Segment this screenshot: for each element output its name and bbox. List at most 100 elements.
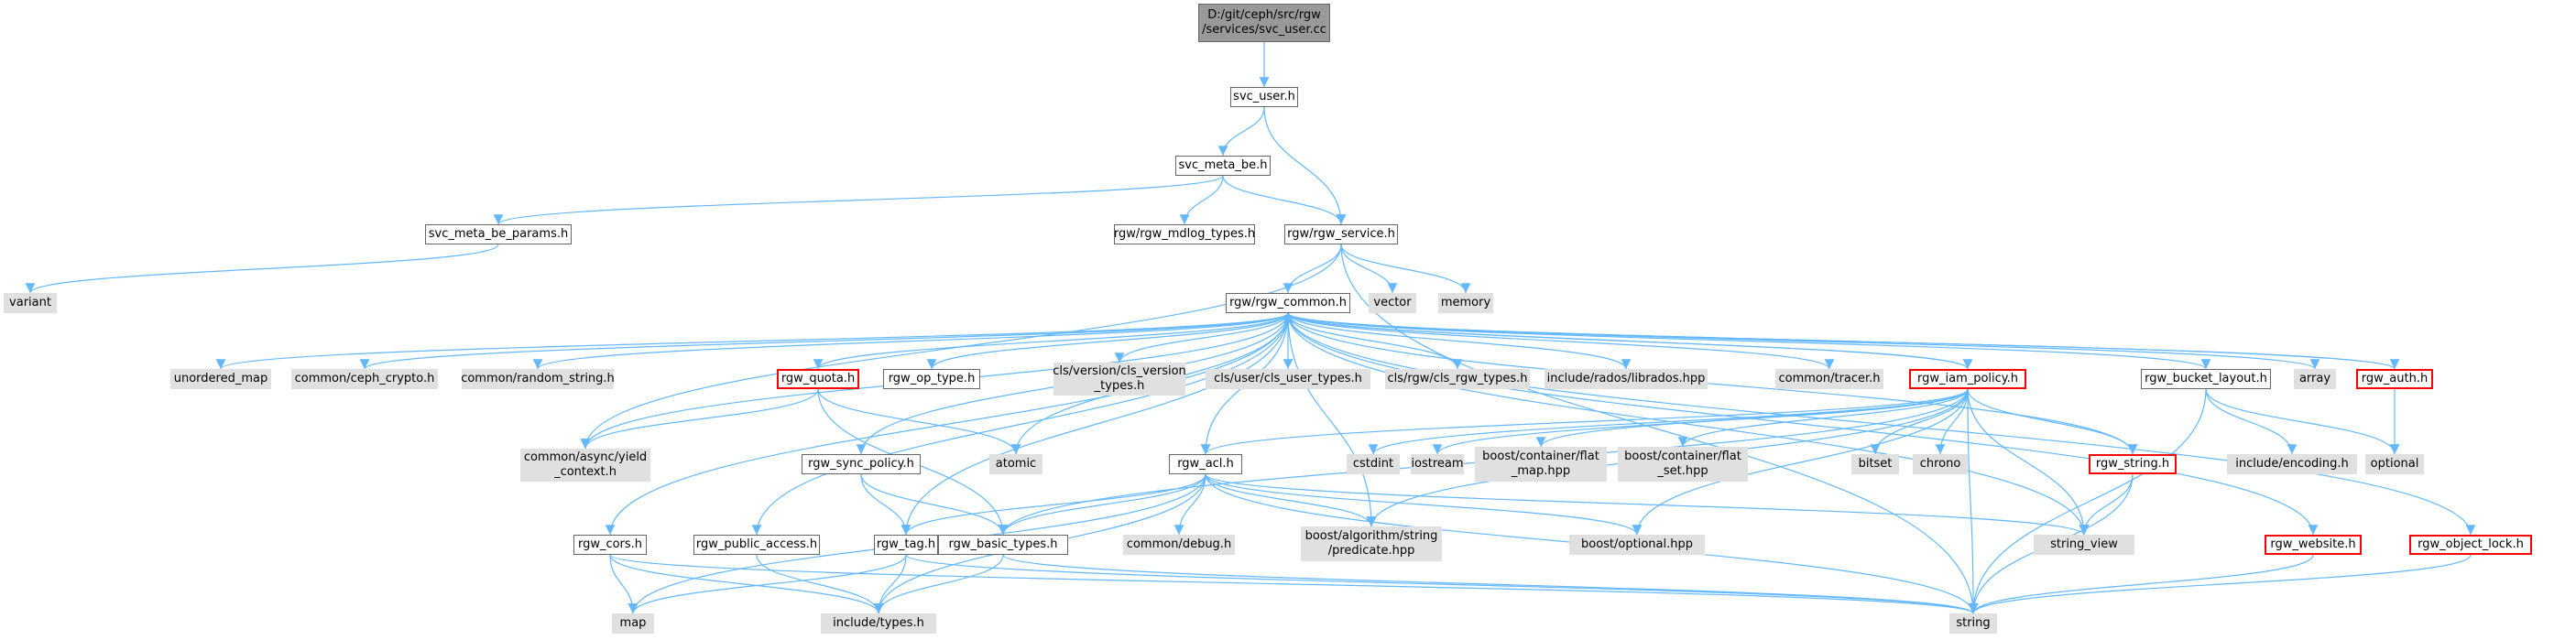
edge-rgw-public-access-to-include-types [756, 554, 884, 614]
node-unordered-map: unordered_map [170, 369, 271, 389]
node-rgw-sync-policy[interactable]: rgw_sync_policy.h [802, 454, 921, 474]
edge-rgw-iam-policy-to-rgw-acl [1200, 388, 1969, 455]
node-cls-user: cls/user/cls_user_types.h [1206, 369, 1370, 389]
node-flat-set: boost/container/flat _set.hpp [1618, 447, 1748, 482]
edge-rgw-string-to-string-view [2079, 473, 2134, 536]
edge-rgw-common-to-rgw-tag [901, 312, 1289, 536]
node-rgw-iam-policy[interactable]: rgw_iam_policy.h [1909, 369, 2026, 389]
node-cls-version: cls/version/cls_version _types.h [1053, 363, 1186, 396]
edge-rgw-common-to-cls-rgw [1287, 312, 1463, 370]
node-random-string: common/random_string.h [461, 369, 615, 389]
edge-rgw-iam-policy-to-boost-optional [1632, 388, 1969, 536]
edge-svc-meta-be-params-to-variant [25, 244, 499, 294]
edge-rgw-common-to-rgw-string [1287, 312, 2138, 455]
edge-rgw-service-to-vector [1340, 244, 1398, 294]
edge-svc-meta-be-to-mdlog [1179, 175, 1224, 225]
edge-rgw-cors-to-map [609, 554, 639, 614]
edge-rgw-common-to-random-string [532, 312, 1289, 370]
edge-rgw-website-to-string [1968, 554, 2314, 614]
node-ceph-crypto: common/ceph_crypto.h [291, 369, 438, 389]
node-bitset: bitset [1851, 454, 1899, 474]
edge-rgw-common-to-array [1287, 312, 2319, 370]
edge-rgw-acl-to-rgw-basic-types [998, 473, 1206, 536]
edge-rgw-acl-to-common-debug [1173, 473, 1206, 536]
edge-rgw-common-to-librados [1287, 312, 1632, 370]
edge-rgw-iam-policy-to-string-view [1967, 388, 2090, 536]
edge-rgw-quota-to-yield-context [580, 388, 819, 450]
edge-svc-user-to-rgw-service [1263, 106, 1347, 225]
node-rgw-basic-types[interactable]: rgw_basic_types.h [938, 535, 1068, 555]
edge-rgw-iam-policy-to-flat-map [1535, 388, 1969, 448]
node-svc-meta-be-params[interactable]: svc_meta_be_params.h [425, 224, 572, 244]
node-rgw-quota[interactable]: rgw_quota.h [777, 369, 859, 389]
node-tracer: common/tracer.h [1775, 369, 1883, 389]
node-rgw-bucket-layout[interactable]: rgw_bucket_layout.h [2141, 369, 2271, 389]
edge-rgw-object-lock-to-string [1968, 554, 2472, 614]
node-include-types: include/types.h [821, 613, 936, 634]
node-rgw-public-access[interactable]: rgw_public_access.h [693, 535, 820, 555]
edge-rgw-acl-to-string-view [1205, 473, 2090, 536]
edge-rgw-quota-to-atomic [817, 388, 1021, 455]
node-rgw-service[interactable]: rgw/rgw_service.h [1284, 224, 1398, 244]
node-cstdint: cstdint [1347, 454, 1400, 474]
node-yield-context: common/async/yield _context.h [520, 449, 650, 482]
edge-rgw-common-to-tracer [1287, 312, 1835, 370]
node-rgw-op-type[interactable]: rgw_op_type.h [883, 369, 980, 389]
edge-rgw-common-to-string-view [1287, 312, 2090, 536]
node-svc-meta-be[interactable]: svc_meta_be.h [1175, 156, 1271, 176]
edge-rgw-service-to-memory [1340, 244, 1471, 294]
node-rgw-tag[interactable]: rgw_tag.h [874, 535, 938, 555]
edge-rgw-bucket-layout-to-encoding [2205, 388, 2298, 455]
node-memory: memory [1438, 293, 1493, 313]
node-chrono: chrono [1913, 454, 1968, 474]
node-map: map [612, 613, 654, 634]
node-encoding: include/encoding.h [2227, 454, 2357, 474]
edge-rgw-service-to-rgw-common [1283, 244, 1342, 294]
edge-rgw-tag-to-string [905, 554, 1979, 614]
edge-rgw-acl-to-predicate [1205, 473, 1377, 527]
edge-svc-user-to-svc-meta-be [1217, 106, 1265, 157]
edge-rgw-basic-types-to-include-types [873, 554, 1004, 614]
node-predicate: boost/algorithm/string /predicate.hpp [1301, 526, 1442, 561]
node-rgw-string[interactable]: rgw_string.h [2089, 454, 2177, 474]
edge-rgw-iam-policy-to-rgw-common [1283, 312, 1969, 370]
node-boost-optional: boost/optional.hpp [1569, 535, 1705, 555]
edge-rgw-common-to-rgw-cors [605, 312, 1289, 536]
node-rgw-website[interactable]: rgw_website.h [2265, 535, 2362, 555]
edge-rgw-common-to-predicate [1287, 312, 1377, 527]
node-string-view: string_view [2034, 535, 2134, 555]
edge-rgw-cors-to-string [609, 554, 1978, 614]
node-rgw-acl[interactable]: rgw_acl.h [1169, 454, 1242, 474]
edge-rgw-common-to-rgw-quota [813, 312, 1289, 370]
node-vector: vector [1369, 293, 1416, 313]
node-root[interactable]: D:/git/ceph/src/rgw /services/svc_user.c… [1198, 4, 1330, 42]
edge-rgw-bucket-layout-to-optional [2205, 388, 2400, 455]
node-optional: optional [2365, 454, 2424, 474]
node-flat-map: boost/container/flat _map.hpp [1475, 447, 1607, 482]
edge-rgw-sync-policy-to-rgw-basic-types [860, 473, 1009, 536]
edge-rgw-acl-to-rgw-tag [901, 473, 1206, 536]
node-rgw-object-lock[interactable]: rgw_object_lock.h [2409, 535, 2532, 555]
node-svc-user[interactable]: svc_user.h [1230, 87, 1298, 107]
edge-rgw-common-to-rgw-public-access [751, 312, 1289, 536]
node-rgw-common[interactable]: rgw/rgw_common.h [1226, 293, 1350, 313]
edge-rgw-iam-policy-to-chrono [1935, 388, 1969, 455]
edge-rgw-tag-to-map [628, 554, 907, 614]
edge-rgw-common-to-rgw-object-lock [1287, 312, 2476, 536]
node-rgw-auth[interactable]: rgw_auth.h [2356, 369, 2433, 389]
edge-rgw-acl-to-boost-optional [1205, 473, 1643, 536]
edge-rgw-common-to-rgw-bucket-layout [1287, 312, 2211, 370]
node-iostream: iostream [1411, 454, 1464, 474]
node-rgw-cors[interactable]: rgw_cors.h [573, 535, 647, 555]
edge-rgw-common-to-rgw-op-type [926, 312, 1289, 370]
edge-rgw-basic-types-to-string [1002, 554, 1979, 614]
edge-layer [25, 41, 2476, 614]
edge-rgw-sync-policy-to-rgw-tag [860, 473, 911, 536]
edge-rgw-common-to-ceph-crypto [359, 312, 1289, 370]
edge-rgw-service-to-string [1340, 244, 1979, 614]
edge-rgw-iam-policy-to-rgw-string [1967, 388, 2138, 455]
edge-rgw-iam-policy-to-flat-set [1677, 388, 1969, 448]
edge-svc-meta-be-to-svc-meta-be-params [493, 175, 1224, 225]
node-mdlog[interactable]: rgw/rgw_mdlog_types.h [1114, 224, 1255, 244]
